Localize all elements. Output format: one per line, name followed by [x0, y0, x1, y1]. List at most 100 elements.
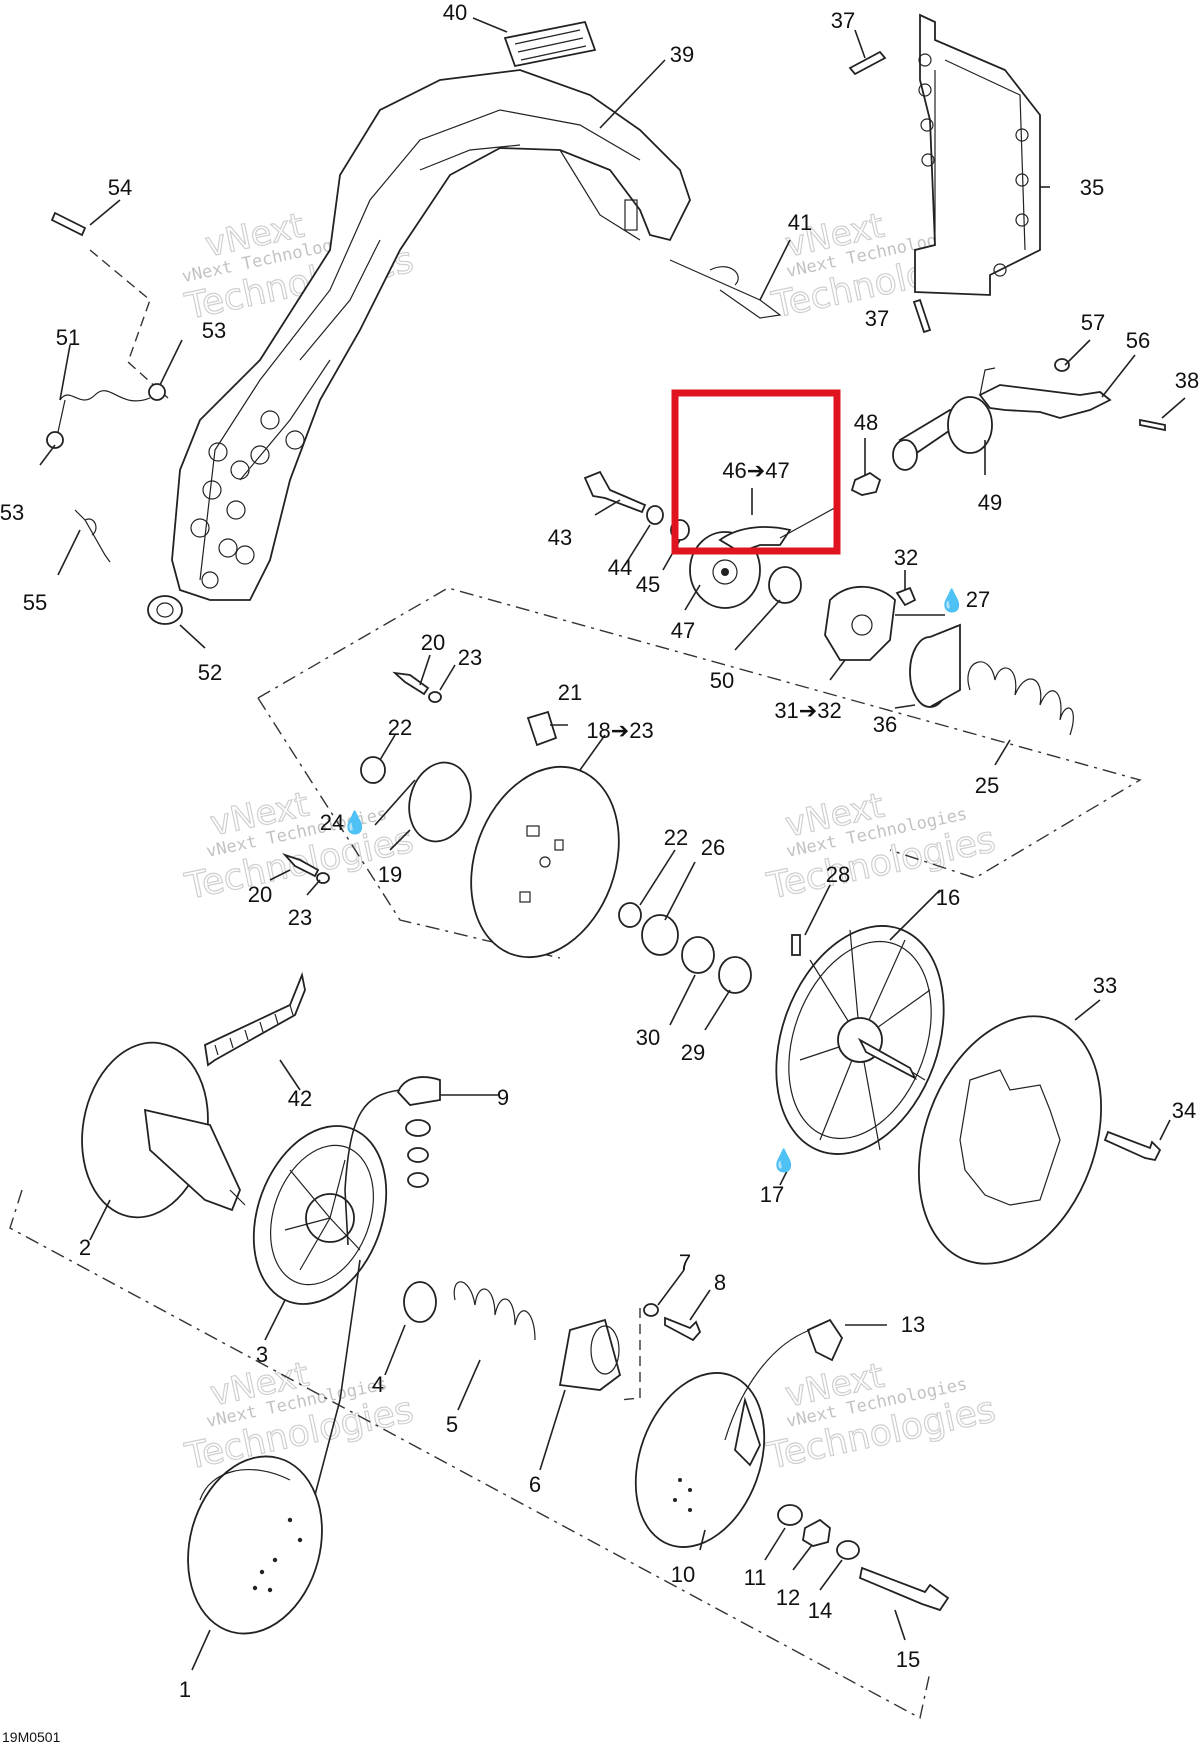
part-label-54: 54 [108, 175, 132, 200]
part-label-12: 12 [776, 1585, 800, 1610]
o-ring-22-lower [618, 902, 642, 928]
part-label-19: 19 [378, 862, 402, 887]
part-label-15: 15 [896, 1647, 920, 1672]
part-label-43: 43 [548, 525, 572, 550]
part-label-38: 38 [1175, 368, 1199, 393]
part-label-23: 23 [288, 905, 312, 930]
part-label-24: 24 [320, 810, 344, 835]
part-label-50: 50 [710, 668, 734, 693]
part-label-44: 44 [608, 555, 632, 580]
part-label-42: 42 [288, 1086, 312, 1111]
drive-pulley-fixed-sheave [81, 1041, 246, 1219]
part-labels: 40 39 37 35 54 41 37 53 51 53 57 56 38 4… [0, 0, 1199, 1702]
plug-13 [806, 1318, 844, 1362]
bolt-43 [583, 470, 647, 514]
drive-pulley-movable-sheave [252, 1125, 388, 1305]
part-label-53: 53 [202, 318, 226, 343]
part-label-28: 28 [826, 862, 850, 887]
ring-50 [768, 566, 802, 604]
part-label-25: 25 [975, 773, 999, 798]
driven-pulley-fixed-half [470, 765, 620, 959]
part-label-30: 30 [636, 1025, 660, 1050]
washer-14 [836, 1540, 860, 1560]
part-label-56: 56 [1126, 328, 1150, 353]
washer-23-upper [428, 691, 442, 703]
watermark-bottom-right: vNext vNext Technologies Technologies [763, 1355, 1000, 1478]
part-label-37: 37 [831, 8, 855, 33]
cover-plate-33 [918, 1015, 1102, 1265]
water-drop-icon: 💧 [770, 1148, 797, 1173]
part-label-11: 11 [744, 1565, 767, 1590]
part-label-20: 20 [248, 882, 272, 907]
button-32 [895, 586, 917, 607]
mounting-bracket [914, 13, 1041, 296]
support-arm [892, 367, 1112, 471]
spring-5 [453, 1281, 536, 1341]
cover-10 [634, 1372, 766, 1548]
part-label-14: 14 [808, 1598, 832, 1623]
leader-lines [39, 17, 1186, 1671]
pivot-plate [689, 504, 841, 609]
part-label-31-32: 31➔32 [774, 698, 841, 723]
driven-pulley-movable-half [775, 925, 945, 1155]
part-label-29: 29 [681, 1040, 705, 1065]
weight-bracket [396, 1076, 441, 1188]
washer-26 [641, 914, 679, 956]
part-label-57: 57 [1081, 310, 1105, 335]
part-label-41: 41 [788, 210, 812, 235]
leader-curve-13 [724, 1329, 811, 1441]
rivet-37-bottom [912, 298, 932, 334]
sleeve-36 [909, 623, 961, 708]
drive-belt [204, 971, 306, 1067]
washer-29 [718, 956, 752, 994]
washer-30 [681, 936, 715, 974]
part-label-33: 33 [1093, 973, 1117, 998]
part-label-39: 39 [670, 42, 694, 67]
highlight-label: 46➔47 [722, 458, 789, 483]
part-label-49: 49 [978, 490, 1002, 515]
spring-25 [967, 661, 1074, 736]
part-label-3: 3 [256, 1342, 268, 1367]
part-label-55: 55 [23, 590, 47, 615]
cam-assembly [824, 585, 896, 661]
part-label-48: 48 [854, 410, 878, 435]
cable-path [89, 249, 169, 399]
assembly-outline-driven-pulley [257, 587, 1142, 879]
ring-19 [408, 761, 472, 843]
part-label-20: 20 [421, 630, 445, 655]
part-label-26: 26 [701, 835, 725, 860]
part-label-27: 27 [966, 587, 990, 612]
part-label-2: 2 [79, 1235, 91, 1260]
screw-8 [664, 1316, 702, 1342]
part-label-5: 5 [446, 1412, 458, 1437]
washer-57 [1054, 358, 1070, 372]
part-label-34: 34 [1172, 1098, 1196, 1123]
part-label-47: 47 [671, 618, 695, 643]
rivet-37-top [848, 50, 887, 76]
part-label-32: 32 [894, 545, 918, 570]
part-label-17: 17 [760, 1182, 784, 1207]
spider-6 [558, 1318, 622, 1391]
grommet [147, 595, 183, 625]
part-label-40: 40 [443, 0, 467, 25]
assembly-outline-drive-pulley [9, 1189, 931, 1720]
washer-11 [777, 1504, 803, 1526]
part-label-18-23: 18➔23 [586, 718, 653, 743]
part-label-21: 21 [558, 680, 582, 705]
pin-28 [791, 934, 801, 956]
part-label-13: 13 [901, 1312, 925, 1337]
part-label-10: 10 [671, 1562, 695, 1587]
part-label-51: 51 [56, 325, 80, 350]
part-label-16: 16 [936, 885, 960, 910]
watermark-bottom-left: vNext vNext Technologies Technologies [181, 1354, 418, 1479]
washer-4 [403, 1281, 437, 1323]
water-drop-icon: 💧 [938, 588, 965, 613]
part-label-52: 52 [198, 660, 222, 685]
decal [503, 20, 597, 68]
part-label-53: 53 [0, 500, 24, 525]
watermark-mid-right: vNext vNext Technologies Technologies [763, 785, 1000, 908]
screw-20-upper [392, 671, 430, 696]
part-label-7: 7 [679, 1250, 691, 1275]
bolt-path [619, 1308, 641, 1401]
